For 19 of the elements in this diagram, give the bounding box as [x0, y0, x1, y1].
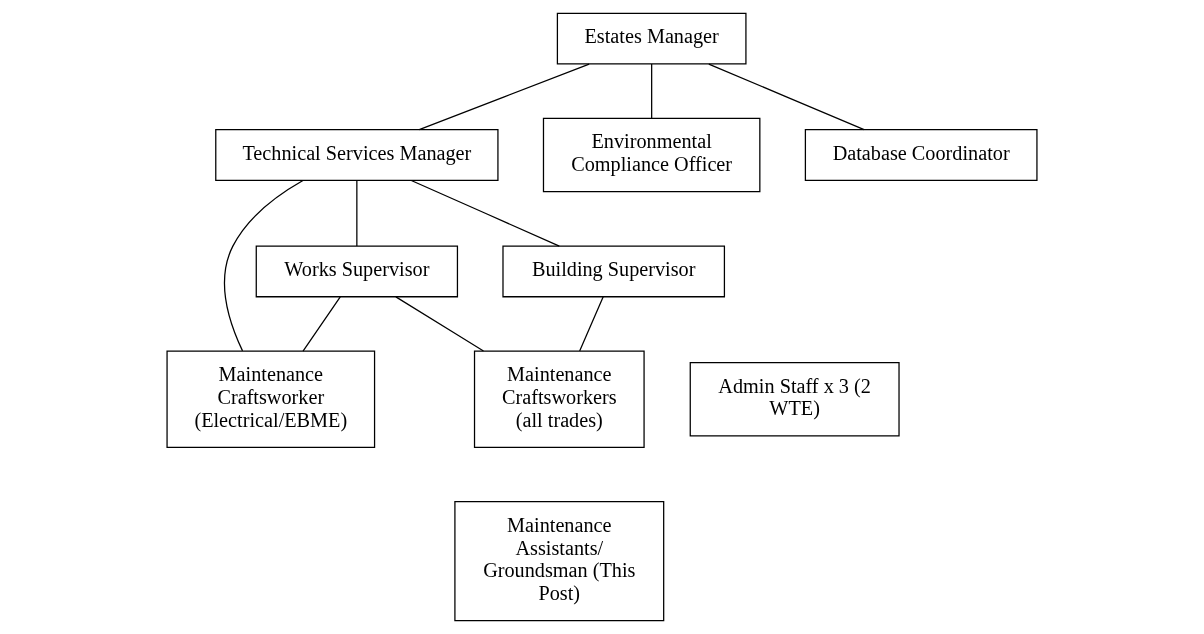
connector — [302, 296, 341, 352]
connector — [356, 179, 358, 247]
node-box: Environmental Compliance Officer — [542, 117, 761, 193]
connector — [224, 179, 304, 352]
node-box: Building Supervisor — [502, 245, 726, 298]
connector — [579, 296, 604, 352]
connector — [410, 179, 560, 247]
node-box: Maintenance Craftsworker (Electrical/EBME) — [166, 350, 376, 448]
node-box: Estates Manager — [556, 12, 747, 65]
node-box: Database Coordinator — [804, 129, 1038, 181]
node-box: Maintenance Craftsworkers (all trades) — [473, 350, 645, 448]
connector — [418, 63, 590, 131]
node-box: Admin Staff x 3 (2 WTE) — [689, 361, 900, 437]
node-box: Technical Services Manager — [215, 129, 499, 181]
node-box: Maintenance Assistants/ Groundsman (This Post) — [454, 501, 665, 622]
connector — [651, 63, 653, 119]
node-box: Works Supervisor — [255, 245, 459, 298]
connector — [708, 63, 865, 131]
connector — [395, 296, 485, 352]
